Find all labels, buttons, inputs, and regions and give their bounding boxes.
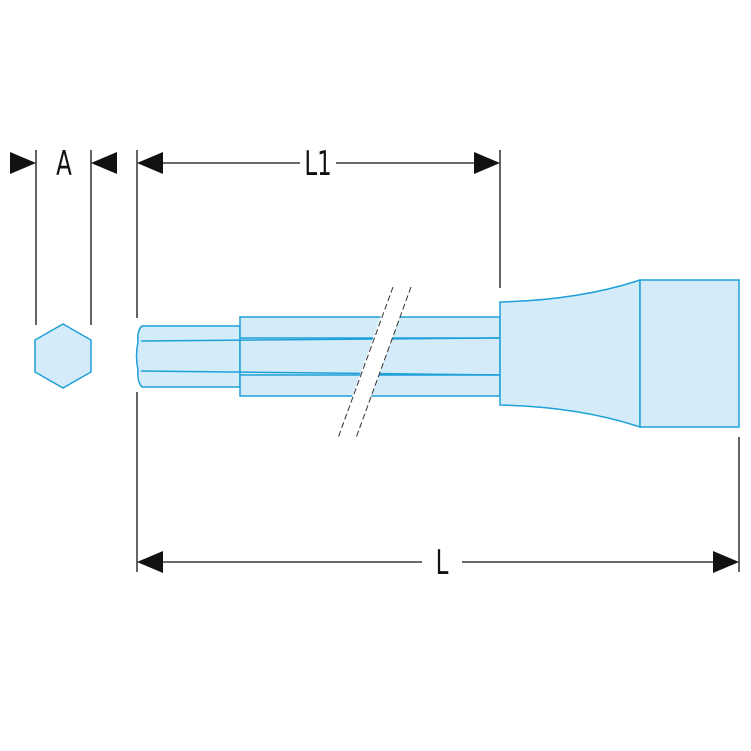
a-arrow-left [10, 152, 36, 174]
dimension-lines [160, 162, 716, 563]
l-arrow-right [713, 551, 739, 573]
l-arrow-left [137, 551, 163, 573]
handle-taper [499, 278, 641, 429]
tool-body [135, 278, 740, 429]
hex-tip [135, 325, 241, 388]
a-arrow-right [91, 152, 117, 174]
l1-arrow-left [137, 152, 163, 174]
break-gap [352, 316, 400, 397]
l1-arrow-right [474, 152, 500, 174]
dimension-arrows [10, 152, 739, 573]
dimension-l1-label: L1 [303, 144, 333, 184]
handle-head [639, 279, 740, 428]
extension-lines [35, 150, 740, 572]
dimension-l-label: L [431, 546, 453, 580]
hex-profile [34, 323, 92, 389]
dimension-a-label: A [53, 147, 75, 181]
